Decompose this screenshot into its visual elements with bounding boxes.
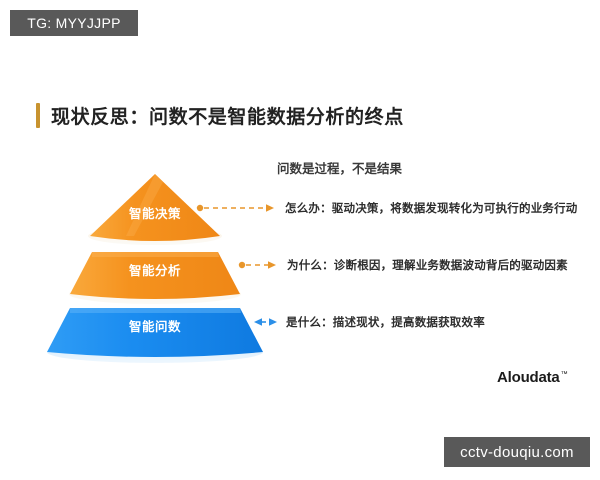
pyramid-tier-label-middle: 智能分析 (128, 264, 181, 278)
tier-top-highlight (126, 174, 163, 236)
annotation-row-query: 是什么：描述现状，提高数据获取效率 (253, 314, 485, 330)
brand-logo: Aloudata™ (497, 369, 568, 386)
dashed-double-arrow-icon (196, 204, 274, 212)
tier-middle-highlight (92, 252, 219, 257)
brand-logo-text: Aloudata (497, 369, 560, 386)
watermark-bottom-right-text: cctv-douqiu.com (460, 443, 574, 461)
dashed-double-arrow-icon (254, 318, 277, 326)
annotation-text-analysis: 为什么：诊断根因，理解业务数据波动背后的驱动因素 (287, 260, 568, 272)
pyramid-diagram: 智能决策 智能分析 智能问数 (30, 172, 280, 364)
annotation-row-analysis: 为什么：诊断根因，理解业务数据波动背后的驱动因素 (238, 257, 568, 273)
annotation-text-query: 是什么：描述现状，提高数据获取效率 (286, 317, 485, 329)
tier-top-body (90, 174, 220, 241)
page-title: 现状反思：问数不是智能数据分析的终点 (36, 102, 404, 129)
pyramid-tier-label-top: 智能决策 (128, 207, 181, 221)
tier-bottom-highlight (70, 308, 241, 313)
pyramid-tier-label-bottom: 智能问数 (128, 320, 181, 334)
trademark-symbol: ™ (560, 371, 568, 378)
watermark-top-left: TG: MYYJJPP (10, 10, 138, 36)
tier-middle-body (70, 252, 240, 299)
title-accent-bar (36, 103, 40, 128)
dashed-double-arrow-icon (238, 261, 276, 269)
page-title-text: 现状反思：问数不是智能数据分析的终点 (51, 107, 404, 128)
watermark-bottom-right: cctv-douqiu.com (444, 437, 590, 467)
tier-bottom-body (47, 308, 263, 357)
watermark-top-left-text: TG: MYYJJPP (27, 15, 121, 31)
tagline-text: 问数是过程，不是结果 (277, 162, 403, 176)
pyramid-graphic (47, 174, 263, 363)
annotation-text-decision: 怎么办：驱动决策，将数据发现转化为可执行的业务行动 (285, 203, 578, 215)
annotation-row-decision: 怎么办：驱动决策，将数据发现转化为可执行的业务行动 (196, 200, 578, 216)
